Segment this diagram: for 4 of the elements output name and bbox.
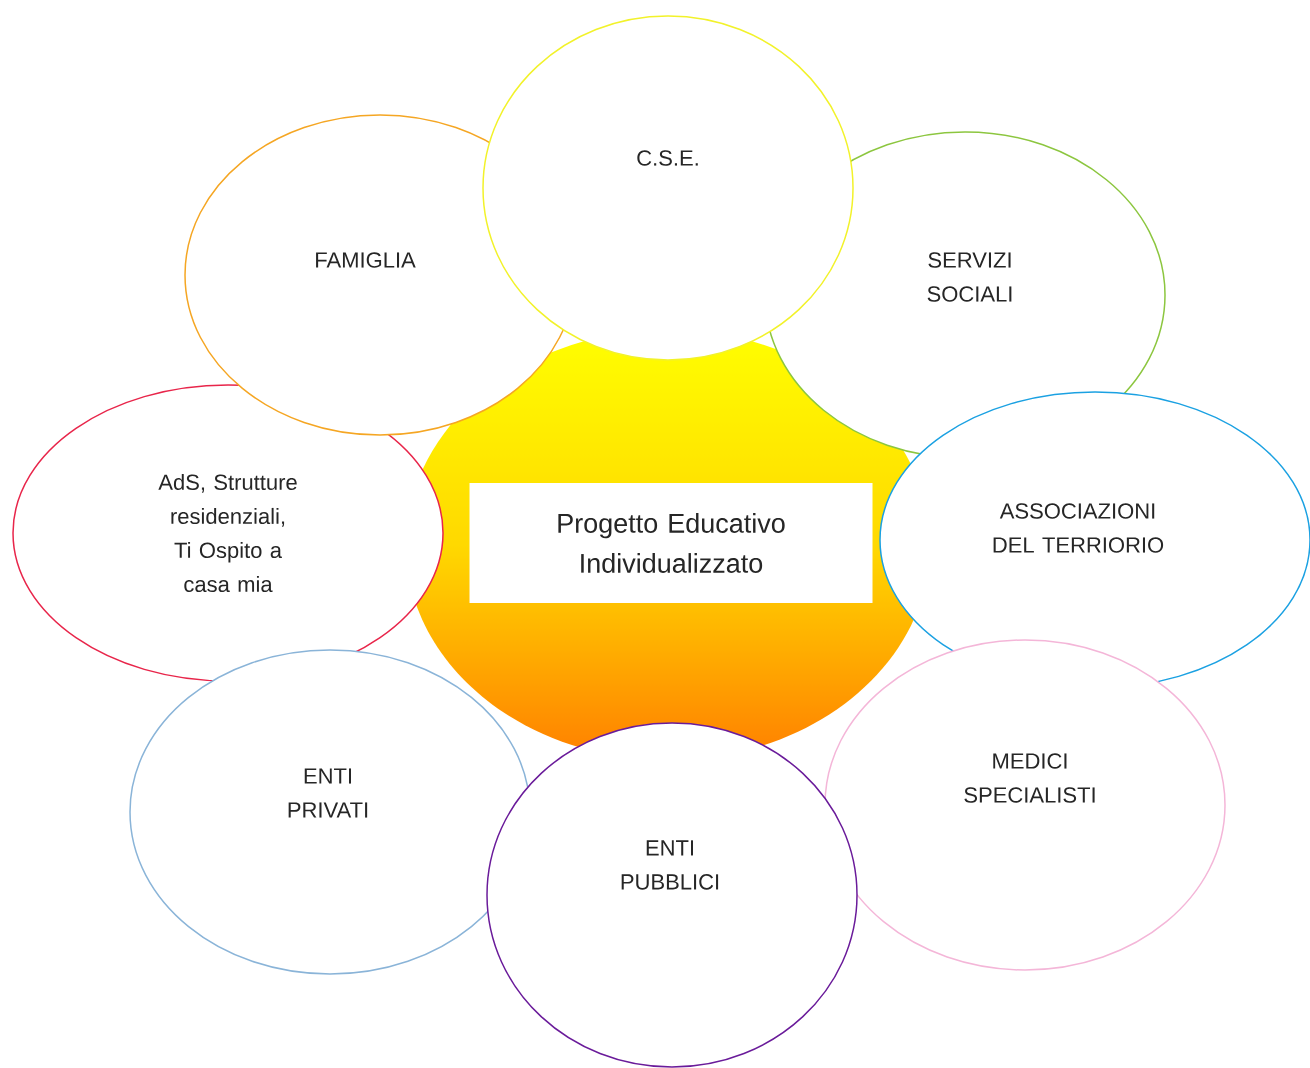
node-label: ENTI PUBBLICI: [621, 840, 719, 890]
node-label: Progetto Educativo Individualizzato: [558, 513, 785, 573]
node-label: ASSOCIAZIONI DEL TERRIORIO: [993, 503, 1164, 553]
title-box: Progetto Educativo Individualizzato: [469, 483, 873, 603]
